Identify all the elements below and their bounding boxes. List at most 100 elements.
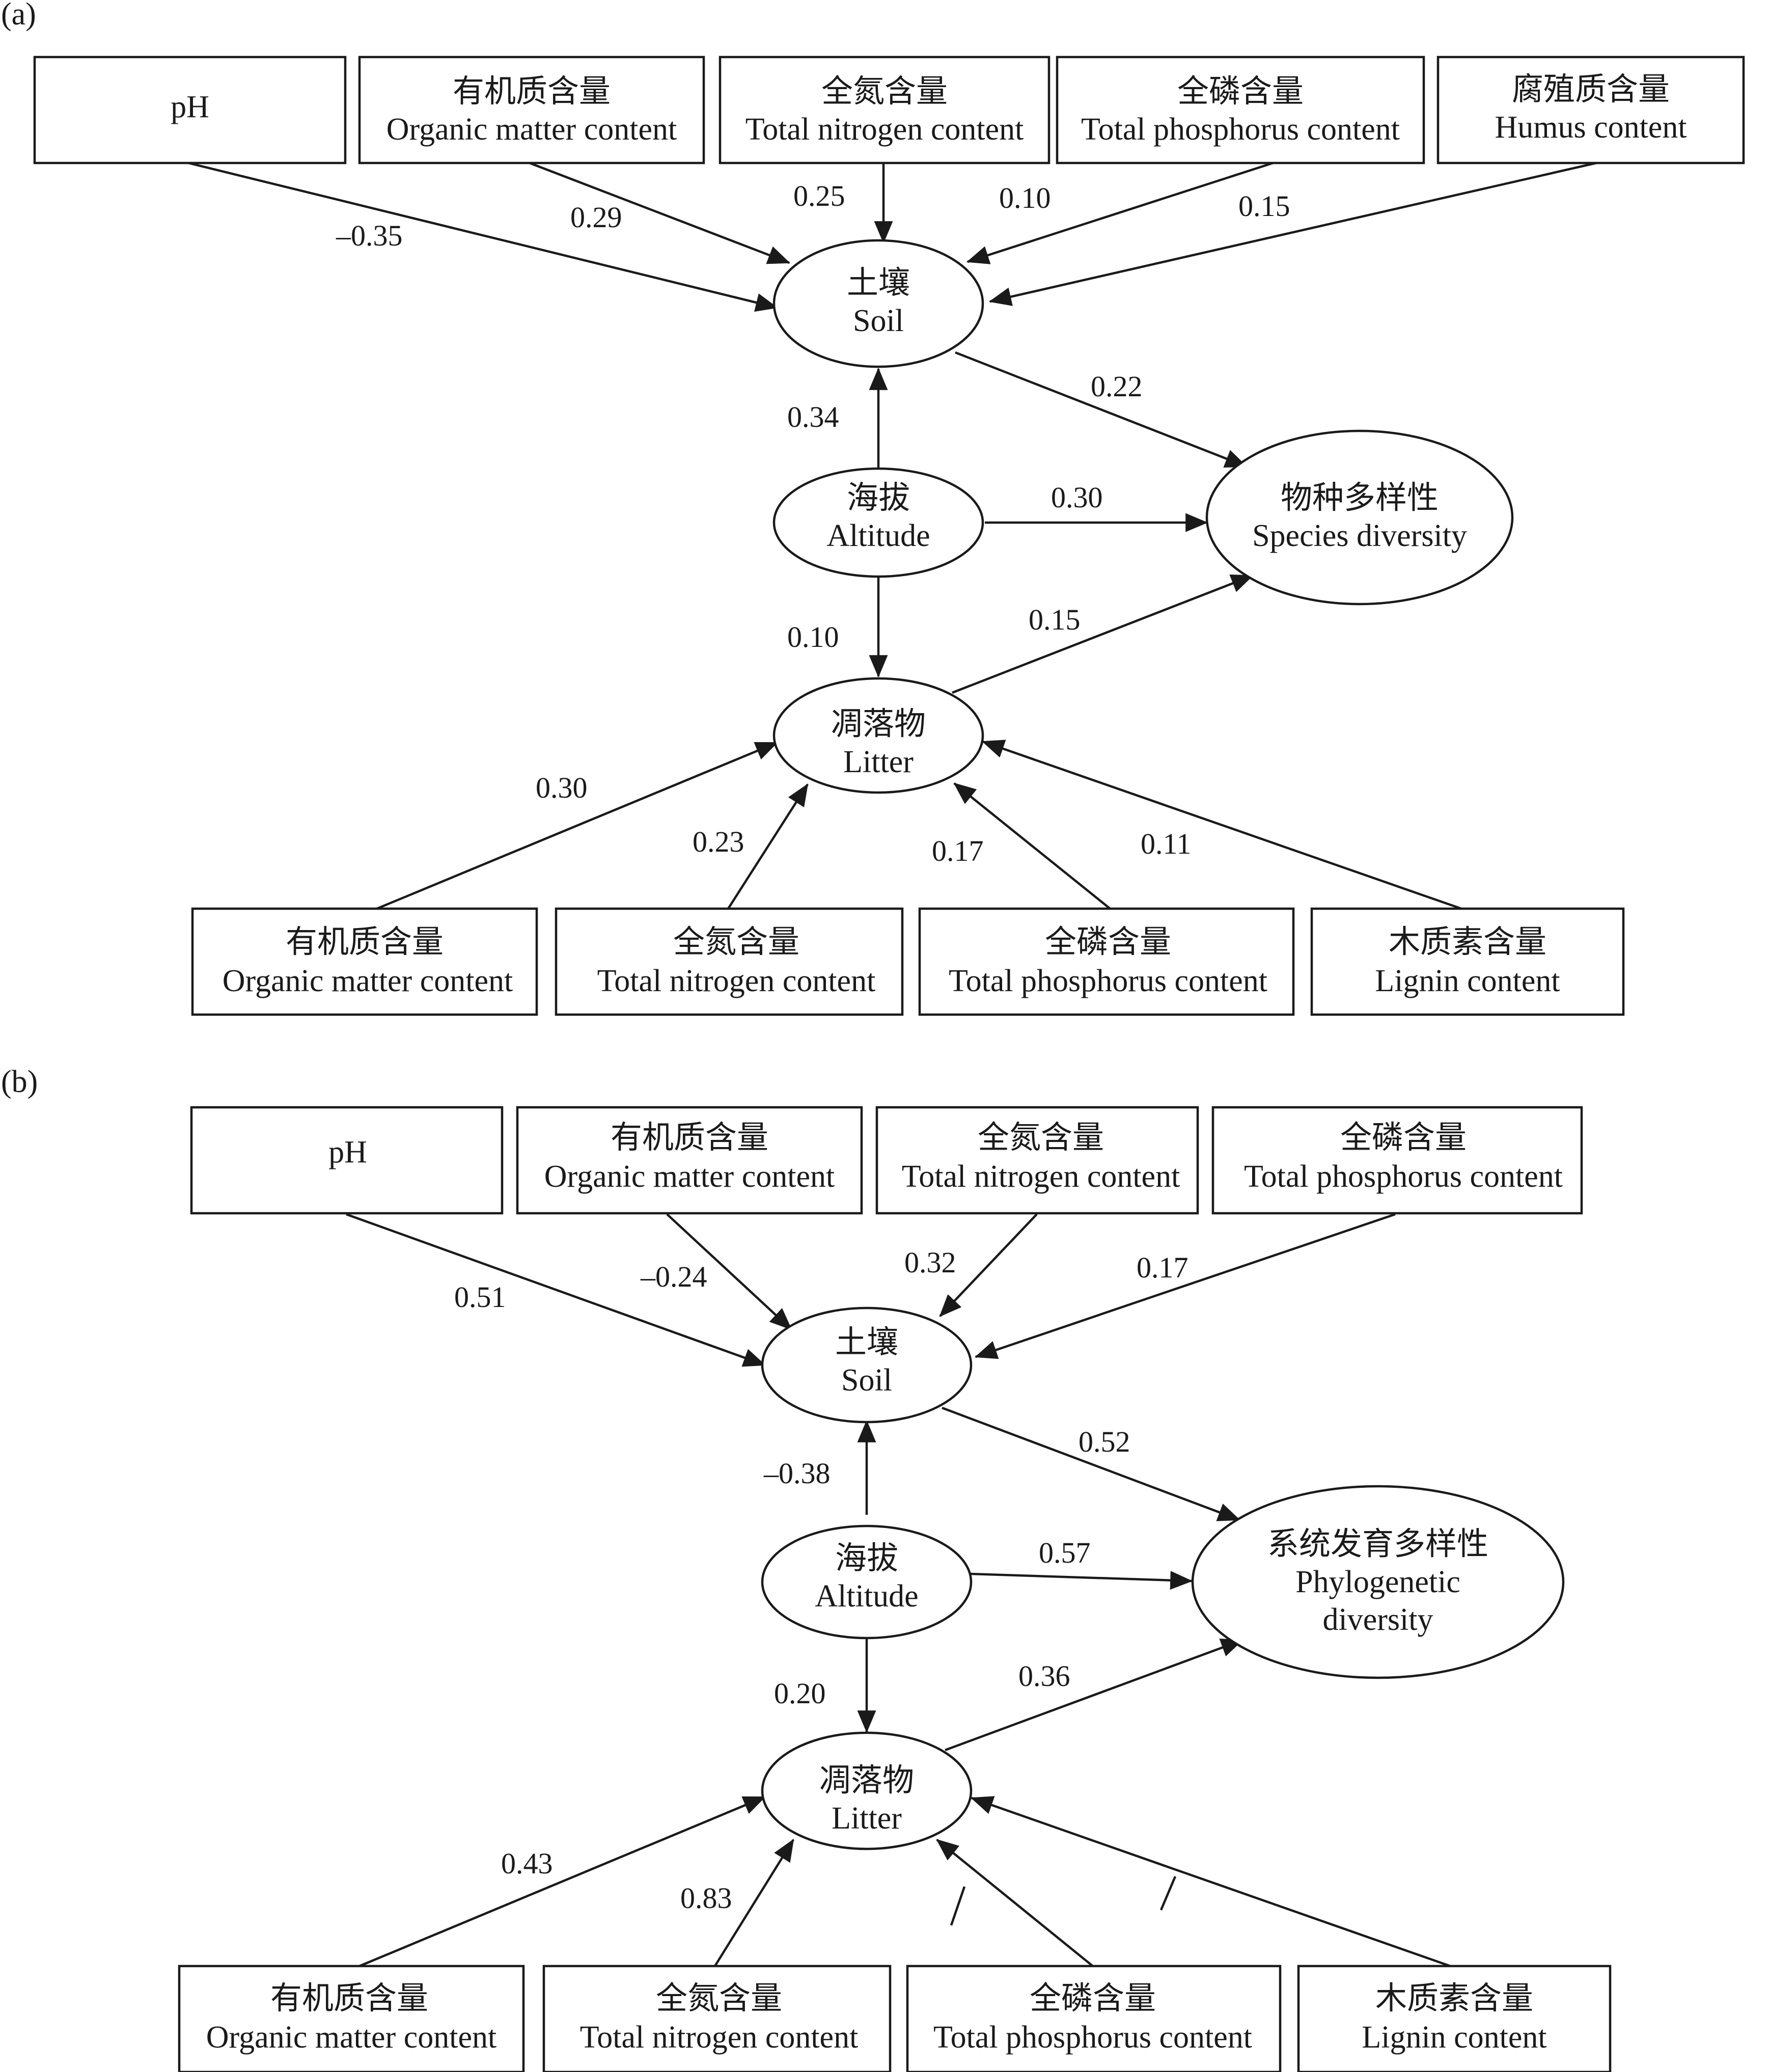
coef-a-llg-lit: 0.11 <box>1141 827 1191 860</box>
edge-a-ltp-lit <box>953 782 1111 910</box>
node-a-hu: 腐殖质含量 Humus content <box>1436 56 1745 165</box>
node-a-ltn: 全氮含量 Total nitrogen content <box>555 907 904 1016</box>
node-a-om-zh: 有机质含量 <box>453 74 611 109</box>
node-a-llg: 木质素含量 Lignin content <box>1310 907 1625 1016</box>
node-b-lom-zh: 有机质含量 <box>270 1981 428 2016</box>
node-b-ph: pH <box>190 1106 504 1215</box>
node-b-alt-zh: 海拔 <box>835 1541 898 1576</box>
coef-a-alt-div: 0.30 <box>1051 481 1103 514</box>
edge-b-ltn-lit <box>714 1839 794 1967</box>
edge-b-ph-soil <box>346 1213 766 1367</box>
coef-a-tp-soil: 0.10 <box>999 181 1051 214</box>
node-b-div-en2: diversity <box>1323 1602 1433 1637</box>
node-a-ltp: 全磷含量 Total phosphorus content <box>918 907 1295 1016</box>
coef-a-ph-soil: –0.35 <box>336 219 403 252</box>
node-a-tp-zh: 全磷含量 <box>1177 74 1304 109</box>
node-b-tn-en: Total nitrogen content <box>902 1159 1180 1194</box>
coef-a-alt-soil: 0.34 <box>787 400 839 433</box>
node-a-ltn-en: Total nitrogen content <box>597 964 876 998</box>
node-b-div-en1: Phylogenetic <box>1295 1565 1460 1599</box>
edge-a-llg-lit <box>981 740 1462 910</box>
node-a-lit-zh: 凋落物 <box>831 707 926 742</box>
node-a-llg-en: Lignin content <box>1375 964 1560 998</box>
edge-b-lom-lit <box>359 1795 766 1968</box>
node-a-ltp-zh: 全磷含量 <box>1045 925 1171 960</box>
node-a-alt: 海拔 Altitude <box>772 467 984 578</box>
node-b-llg: 木质素含量 Lignin content <box>1297 1965 1612 2072</box>
node-a-lom-en: Organic matter content <box>223 964 513 998</box>
node-b-lit: 凋落物 Litter <box>761 1731 973 1850</box>
coef-b-alt-div: 0.57 <box>1039 1536 1091 1569</box>
edge-a-lit-div <box>952 574 1254 694</box>
node-a-tn: 全氮含量 Total nitrogen content <box>718 56 1051 165</box>
node-b-alt: 海拔 Altitude <box>761 1524 973 1640</box>
node-b-div-zh: 系统发育多样性 <box>1267 1527 1488 1562</box>
edge-b-llg-lit <box>970 1796 1451 1968</box>
edge-a-tp-soil <box>966 161 1274 264</box>
coef-b-lom-lit: 0.43 <box>501 1847 553 1880</box>
node-b-soil-en: Soil <box>841 1363 892 1398</box>
node-b-div: 系统发育多样性 Phylogenetic diversity <box>1191 1485 1565 1679</box>
panel-b: (b) pH 有机质含量 Organi <box>1 1065 1612 2072</box>
panel-b-label: (b) <box>1 1065 38 1099</box>
coef-b-alt-soil: –0.38 <box>763 1457 831 1490</box>
node-b-tp-zh: 全磷含量 <box>1340 1121 1467 1155</box>
node-a-lom-zh: 有机质含量 <box>286 925 444 960</box>
node-b-soil-zh: 土壤 <box>835 1325 898 1360</box>
coef-b-lit-div: 0.36 <box>1018 1659 1070 1693</box>
coef-b-alt-lit: 0.20 <box>774 1677 826 1710</box>
node-b-ltn-zh: 全氮含量 <box>656 1981 782 2016</box>
node-b-ltn-en: Total nitrogen content <box>580 2020 859 2055</box>
coef-b-tp-soil: 0.17 <box>1137 1251 1188 1284</box>
coef-b-soil-div: 0.52 <box>1079 1425 1130 1458</box>
node-b-ltp-en: Total phosphorus content <box>933 2020 1252 2055</box>
node-a-ph-en: pH <box>171 90 209 124</box>
edge-a-ltn-lit <box>727 783 809 910</box>
coef-a-soil-div: 0.22 <box>1091 370 1143 403</box>
edge-b-lit-div <box>945 1639 1244 1752</box>
node-a-ltp-en: Total phosphorus content <box>949 964 1267 998</box>
node-a-hu-en: Humus content <box>1495 110 1687 145</box>
node-a-alt-zh: 海拔 <box>847 481 910 515</box>
node-a-div: 物种多样性 Species diversity <box>1205 429 1514 606</box>
node-b-om-zh: 有机质含量 <box>611 1121 768 1155</box>
node-a-om: 有机质含量 Organic matter content <box>358 56 705 165</box>
coef-b-tn-soil: 0.32 <box>904 1246 956 1279</box>
edge-a-om-soil <box>529 161 791 264</box>
node-a-soil: 土壤 Soil <box>772 239 984 368</box>
node-a-om-en: Organic matter content <box>386 112 677 147</box>
panel-b-edges <box>346 1213 1451 1968</box>
node-a-ltn-zh: 全氮含量 <box>673 925 799 960</box>
node-a-tn-en: Total nitrogen content <box>745 112 1024 147</box>
panel-a-coefficients: –0.35 0.29 0.25 0.10 0.15 0.22 0.34 0.30… <box>336 179 1290 867</box>
coef-a-tn-soil: 0.25 <box>793 179 845 212</box>
panel-b-coefficients: 0.51 –0.24 0.32 0.17 0.52 –0.38 0.57 0.2… <box>454 1246 1188 1915</box>
coef-a-ltp-lit: 0.17 <box>932 834 984 867</box>
node-b-llg-en: Lignin content <box>1362 2020 1546 2055</box>
node-a-ph: pH <box>33 56 347 165</box>
edge-b-alt-div <box>970 1571 1193 1590</box>
coef-a-hu-soil: 0.15 <box>1238 189 1290 223</box>
coef-b-ltn-lit: 0.83 <box>680 1882 732 1915</box>
coef-b-om-soil: –0.24 <box>640 1260 707 1293</box>
edge-b-tn-soil <box>939 1213 1038 1317</box>
coef-a-lom-lit: 0.30 <box>536 771 588 804</box>
nonsignificant-mark-ltp <box>950 1886 966 1926</box>
coef-a-ltn-lit: 0.23 <box>693 825 744 858</box>
node-b-ltn: 全氮含量 Total nitrogen content <box>542 1965 892 2072</box>
node-b-tp: 全磷含量 Total phosphorus content <box>1211 1106 1583 1215</box>
node-b-ph-en: pH <box>328 1135 367 1169</box>
node-a-hu-zh: 腐殖质含量 <box>1512 72 1670 107</box>
node-a-lit-en: Litter <box>843 745 914 779</box>
panel-a: (a) pH 有机质含量 Organic matter conte <box>1 0 1745 1016</box>
node-b-om: 有机质含量 Organic matter content <box>516 1106 863 1215</box>
node-b-tn-zh: 全氮含量 <box>978 1121 1104 1155</box>
edge-b-ltp-lit <box>936 1839 1094 1967</box>
panel-a-label: (a) <box>1 0 36 32</box>
node-b-tp-en: Total phosphorus content <box>1244 1159 1563 1194</box>
node-b-om-en: Organic matter content <box>544 1159 835 1194</box>
node-a-tp-en: Total phosphorus content <box>1081 112 1400 147</box>
node-b-tn: 全氮含量 Total nitrogen content <box>875 1106 1199 1215</box>
node-b-ltp: 全磷含量 Total phosphorus content <box>906 1965 1282 2072</box>
